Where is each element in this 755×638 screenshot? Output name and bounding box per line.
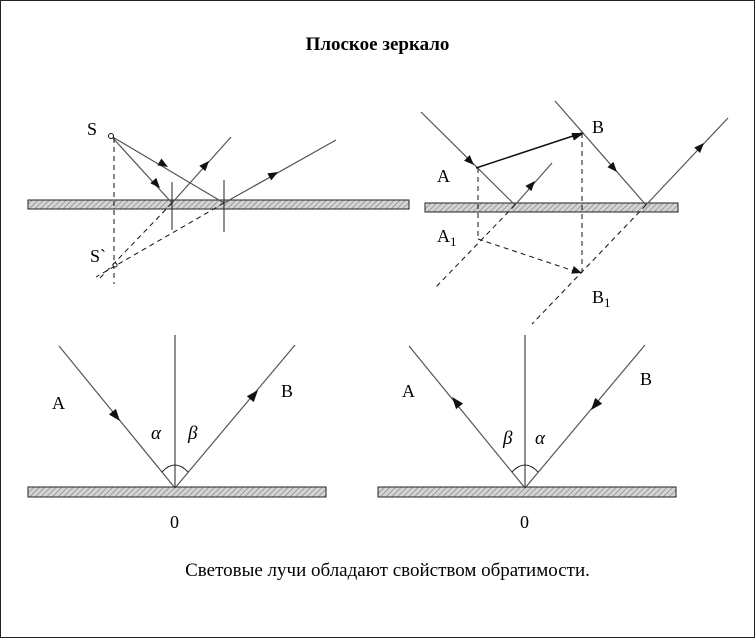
extension-ray-2: [95, 202, 225, 278]
reflected-ray-1: [171, 136, 232, 204]
extension-ray-b: [531, 204, 647, 325]
arrow-icon: [571, 266, 582, 274]
arrow-icon: [150, 177, 160, 188]
object-arrow: [475, 132, 583, 169]
arrow-icon: [452, 397, 464, 410]
reflected-ray-b: [645, 117, 729, 206]
arrow-icon: [108, 408, 120, 421]
label-zero: 0: [170, 512, 179, 532]
angle-arc: [511, 464, 539, 473]
angle-arc: [161, 464, 189, 473]
arrow-icon: [157, 158, 168, 167]
extension-ray-1: [99, 202, 173, 279]
figure-title: Плоское зеркало: [305, 34, 450, 55]
extension-ray-a: [435, 204, 516, 288]
reflected-ray: [174, 344, 296, 489]
image-arrow: [477, 238, 581, 274]
label-alpha: α: [535, 428, 546, 449]
label-b: B: [592, 117, 604, 137]
label-a: A: [437, 166, 450, 186]
mirror-3: [27, 486, 327, 498]
mirror-4: [377, 486, 677, 498]
arrow-icon: [267, 172, 278, 181]
incident-ray: [524, 344, 646, 489]
arrow-icon: [464, 155, 474, 165]
mirror-1: [27, 199, 410, 210]
diagram-reflection-reverse: A B β α 0: [377, 335, 677, 532]
label-b1: B1: [592, 287, 611, 310]
arrow-icon: [246, 390, 258, 403]
label-a1: A1: [437, 226, 457, 249]
reflected-ray-2: [223, 139, 337, 204]
image-point: [112, 262, 118, 268]
incident-ray-b: [554, 100, 647, 206]
incident-ray-1: [110, 135, 173, 204]
arrow-icon: [607, 161, 617, 172]
label-a: A: [52, 393, 65, 413]
arrow-icon: [525, 181, 535, 192]
arrow-icon: [199, 161, 209, 172]
label-image: S`: [90, 246, 106, 266]
diagram-point-source: S S`: [27, 119, 410, 284]
arrow-icon: [591, 397, 603, 410]
diagram-reflection-forward: A B α β 0: [27, 335, 327, 532]
label-source: S: [87, 119, 97, 139]
label-alpha: α: [151, 423, 162, 444]
figure-caption: Световые лучи обладают свойством обратим…: [185, 560, 590, 581]
diagram-object-image: A B A1 B1: [420, 100, 729, 325]
mirror-2: [424, 202, 679, 213]
reflected-ray: [408, 345, 526, 489]
arrow-icon: [571, 132, 584, 141]
label-b: B: [640, 369, 652, 389]
source-point: [108, 133, 114, 139]
incident-ray-2: [110, 135, 225, 204]
label-a: A: [402, 381, 415, 401]
label-beta: β: [187, 423, 198, 444]
label-zero: 0: [520, 512, 529, 532]
label-b: B: [281, 381, 293, 401]
arrow-icon: [694, 143, 704, 154]
label-beta: β: [502, 428, 513, 449]
